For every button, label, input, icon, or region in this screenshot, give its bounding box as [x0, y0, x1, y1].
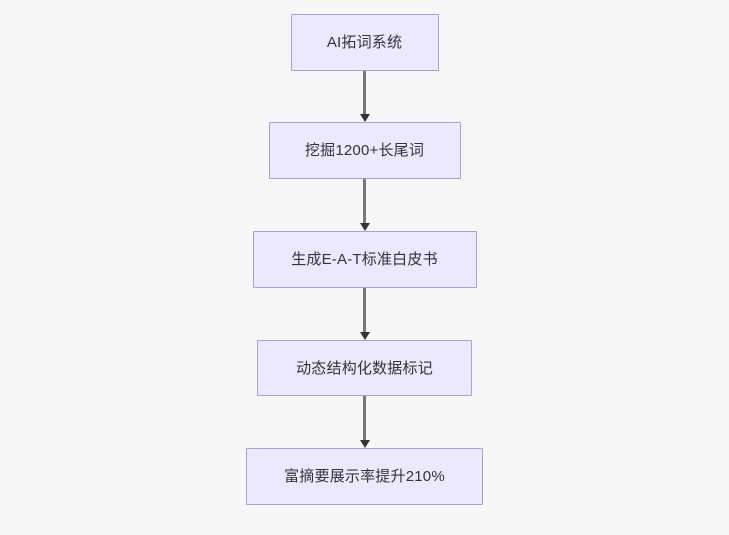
flow-node-mine-longtail-keywords[interactable]: 挖掘1200+长尾词 — [268, 122, 461, 179]
arrow-line — [363, 71, 366, 115]
arrow-head-icon — [359, 440, 370, 448]
arrow-line — [363, 179, 366, 224]
flow-node-label: AI拓词系统 — [326, 34, 403, 51]
flow-arrow-n3-to-n4 — [355, 396, 375, 448]
flow-node-generate-eat-whitepaper[interactable]: 生成E-A-T标准白皮书 — [252, 231, 477, 288]
flow-node-label: 富摘要展示率提升210% — [284, 468, 445, 485]
arrow-line — [363, 396, 366, 441]
flow-node-dynamic-structured-data-markup[interactable]: 动态结构化数据标记 — [257, 340, 472, 396]
flow-arrow-n1-to-n2 — [355, 179, 375, 231]
flow-node-label: 挖掘1200+长尾词 — [304, 142, 425, 159]
arrow-line — [363, 288, 366, 333]
flow-arrow-n0-to-n1 — [355, 71, 375, 122]
arrow-head-icon — [359, 114, 370, 122]
flow-node-rich-snippet-impression-lift[interactable]: 富摘要展示率提升210% — [246, 448, 483, 505]
arrow-head-icon — [359, 223, 370, 231]
flow-node-label: 动态结构化数据标记 — [296, 359, 433, 377]
flow-node-ai-keyword-system[interactable]: AI拓词系统 — [290, 14, 439, 71]
flowchart-node-column: AI拓词系统 挖掘1200+长尾词 生成E-A-T标准白皮书 动态结构化数据标记 — [246, 14, 483, 505]
flow-arrow-n2-to-n3 — [355, 288, 375, 340]
flow-node-label: 生成E-A-T标准白皮书 — [291, 251, 438, 268]
arrow-head-icon — [359, 332, 370, 340]
